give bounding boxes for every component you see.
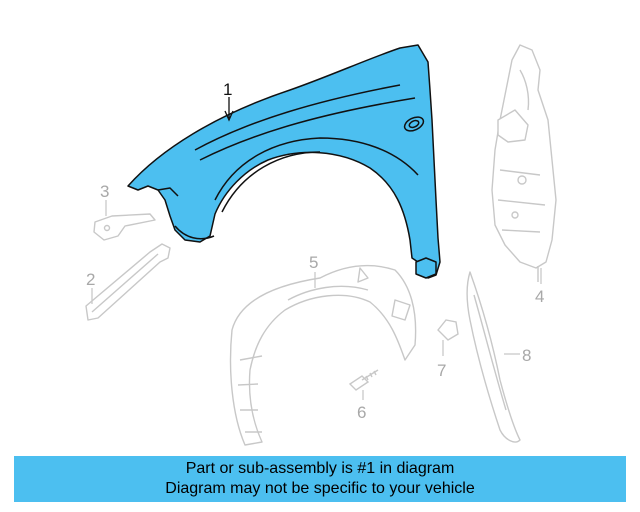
part-5-wheel-liner	[229, 264, 417, 446]
callout-3: 3	[100, 182, 109, 201]
part-3-bracket	[93, 213, 156, 241]
callout-2: 2	[86, 270, 95, 289]
callout-1: 1	[223, 80, 232, 99]
banner-line-1: Part or sub-assembly is #1 in diagram	[185, 460, 455, 477]
callout-6: 6	[357, 403, 366, 422]
info-banner: Part or sub-assembly is #1 in diagram Di…	[14, 456, 626, 502]
leader-lines	[91, 97, 542, 400]
banner-line-2: Diagram may not be specific to your vehi…	[165, 480, 475, 497]
part-6-screw	[348, 369, 379, 391]
part-2-support-rail	[85, 243, 171, 321]
callout-8: 8	[522, 346, 531, 365]
part-7-clip	[437, 319, 459, 341]
part-4-inner-panel	[491, 44, 557, 282]
callout-7: 7	[437, 361, 446, 380]
callout-5: 5	[309, 253, 318, 272]
part-1-fender[interactable]	[127, 44, 441, 279]
part-8-molding	[466, 271, 521, 443]
callout-4: 4	[535, 287, 544, 306]
